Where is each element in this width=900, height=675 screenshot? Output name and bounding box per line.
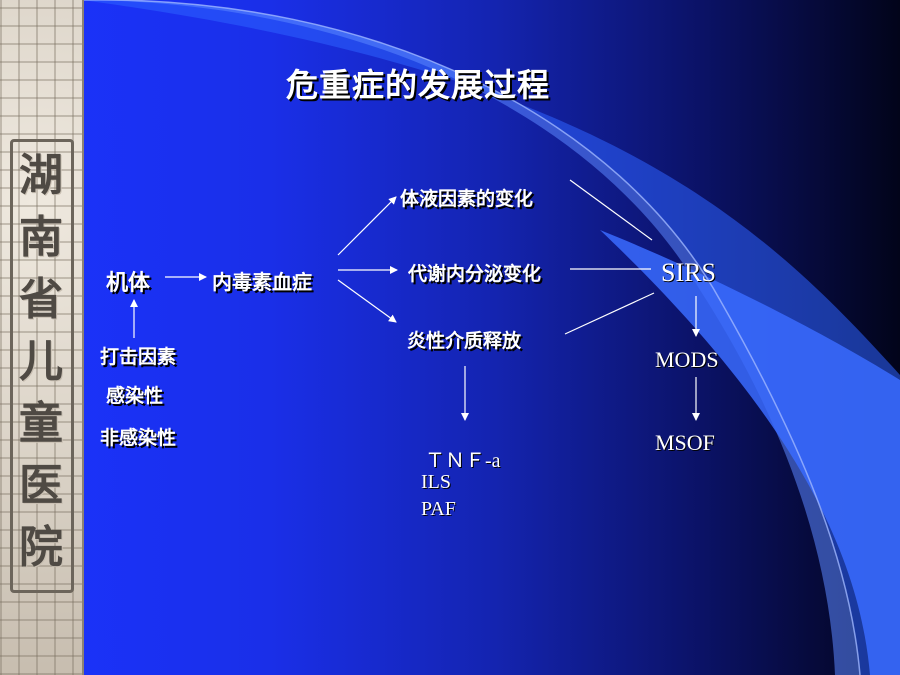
cause-item: 感染性 <box>106 385 164 407</box>
node-sirs: SIRS <box>661 258 716 287</box>
mediator-item: PAF <box>421 498 456 520</box>
hospital-name-text: 湖南省儿童医院 <box>19 150 63 573</box>
mediator-item: ＴＮＦ-a <box>425 450 501 472</box>
node-mods: MODS <box>655 347 719 372</box>
cause-item: 打击因素 <box>100 346 177 368</box>
node-humoral: 体液因素的变化 <box>400 188 534 210</box>
arrow-to-humoral <box>337 196 397 256</box>
node-metabolic: 代谢内分泌变化 <box>408 263 542 285</box>
hospital-name: 湖南省儿童医院 <box>10 139 74 593</box>
line-inflammatory-to-sirs <box>564 292 655 335</box>
cause-item: 非感染性 <box>100 427 177 449</box>
hospital-banner: 湖南省儿童医院 <box>0 0 84 675</box>
node-msof: MSOF <box>655 430 715 455</box>
node-body: 机体 <box>106 271 151 296</box>
arrow-to-inflammatory <box>337 279 397 323</box>
line-humoral-to-sirs <box>569 179 653 241</box>
node-inflammatory: 炎性介质释放 <box>407 330 522 352</box>
node-endotoxemia: 内毒素血症 <box>212 270 312 294</box>
slide-title: 危重症的发展过程 <box>286 66 551 104</box>
banner-frame <box>10 139 74 593</box>
mediator-item: ILS <box>421 471 451 493</box>
